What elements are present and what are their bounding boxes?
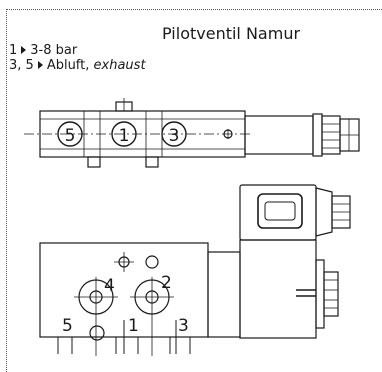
spec-line-supply: 1 3-8 bar	[9, 43, 77, 58]
coil-housing	[239, 239, 317, 339]
front-view: 4 2 5 1 3	[39, 184, 351, 356]
port-label: 4	[104, 276, 115, 296]
spec-ports-exhaust: 3, 5	[9, 58, 34, 73]
arrow-right-icon	[37, 61, 43, 69]
pilot-block	[207, 251, 241, 338]
coil-cap	[312, 113, 323, 157]
port-label: 3	[178, 316, 189, 336]
spec-text-exhaust: Abluft,	[46, 58, 90, 73]
spec-ports-supply: 1	[9, 43, 18, 58]
port-label: 5	[65, 126, 76, 146]
bottom-tab	[145, 156, 159, 168]
page-title: Pilotventil Namur	[162, 24, 301, 43]
thread-ticks	[57, 320, 191, 354]
port-label: 2	[161, 273, 172, 293]
coil-side-plate	[315, 259, 325, 329]
port-label: 1	[128, 316, 139, 336]
arrow-right-icon	[21, 46, 27, 54]
port-3-circle	[161, 121, 187, 147]
port-1-circle	[111, 121, 137, 147]
pilot-hole	[89, 325, 105, 341]
port-label: 1	[119, 126, 130, 146]
cable-gland	[315, 187, 333, 237]
mount-hole	[145, 255, 159, 269]
spec-line-exhaust: 3, 5 Abluft, exhaust	[9, 58, 146, 73]
dotted-frame	[6, 9, 382, 372]
port-5-circle	[57, 121, 83, 147]
connector-plate	[257, 193, 303, 229]
port-label: 3	[169, 126, 180, 146]
port-label: 5	[62, 316, 73, 336]
connector-window	[264, 201, 296, 221]
solenoid-housing-top	[244, 115, 314, 155]
spec-text-exhaust-italic: exhaust	[93, 58, 146, 73]
top-view: 5 1 3	[24, 98, 360, 168]
bottom-tab	[87, 156, 101, 168]
spec-text-supply: 3-8 bar	[30, 43, 78, 58]
manual-override	[323, 271, 339, 317]
